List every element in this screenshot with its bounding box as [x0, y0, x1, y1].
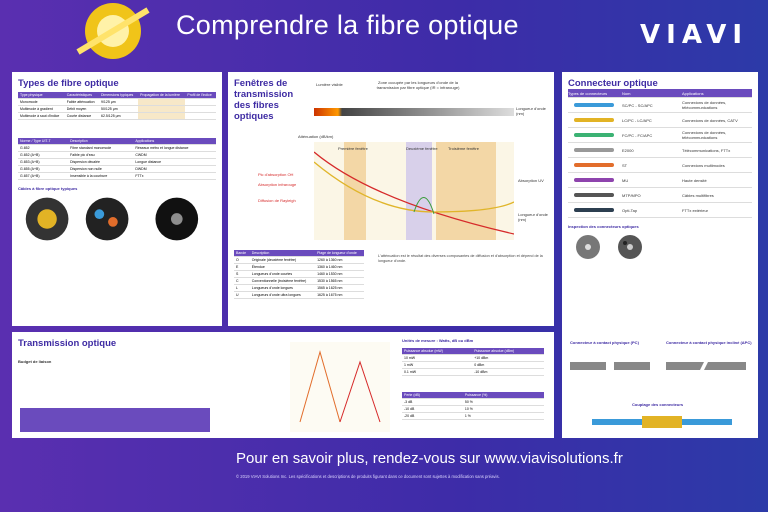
connector-name: FC/PC - FC/APC	[622, 132, 653, 138]
connector-image	[568, 129, 622, 141]
connector-image	[568, 114, 622, 126]
coupling-spectrum-chart	[290, 342, 390, 432]
transmission-panel: Transmission optique Budget de liaison U…	[12, 332, 554, 438]
window-1-label: Première fenêtre	[338, 146, 368, 151]
cables-heading: Câbles à fibre optique typiques	[18, 186, 78, 191]
absolute-power-table: Puissance absolue (mW)Puissance absolue …	[402, 348, 544, 376]
dirty-connector-icon	[618, 235, 642, 259]
curve-oh-label: Pic d'absorption OH	[258, 172, 294, 177]
transmission-heading: Transmission optique	[18, 338, 117, 349]
visible-light-label: Lumière visible	[316, 82, 343, 87]
connector-image	[568, 144, 622, 156]
connector-panel: Connecteur optique Types de connecteurs …	[562, 72, 758, 438]
cable-1-icon	[25, 197, 69, 241]
attenuation-y-label: Atténuation (dB/km)	[298, 134, 334, 139]
curve-ir-label: Absorption infrarouge	[258, 182, 297, 187]
connector-row: E2000 Télécommunications, FTTx	[568, 143, 752, 158]
spectrum-x-label: Longueur d'onde (nm)	[516, 106, 546, 116]
connector-application: FTTx extérieur	[682, 207, 709, 213]
connector-name: ST	[622, 162, 628, 168]
pc-label: Connecteur à contact physique (PC)	[570, 340, 639, 345]
apc-connector-diagram	[666, 362, 746, 370]
link-budget-heading: Budget de liaison	[18, 359, 52, 364]
curve-rayleigh-label: Diffusion de Rayleigh	[258, 198, 296, 203]
viavi-logo: VIAVI	[640, 20, 748, 50]
cable-2-icon	[85, 197, 129, 241]
budget-diagram	[20, 408, 210, 432]
connector-application: Télécommunications, FTTx	[682, 147, 731, 153]
connector-image	[568, 204, 622, 216]
inspection-heading: Inspection des connecteurs optiques	[568, 224, 639, 229]
apc-label: Connecteur à contact physique incliné (A…	[666, 340, 752, 345]
connector-application: Connexions de données, CATV	[682, 117, 738, 123]
window-2-label: Deuxième fenêtre	[406, 146, 438, 151]
connector-application: Connexions de données, télécommunication…	[682, 130, 727, 140]
connector-image	[568, 189, 622, 201]
connector-row: FC/PC - FC/APC Connexions de données, tél…	[568, 128, 752, 143]
footer: Pour en savoir plus, rendez-vous sur www…	[0, 444, 768, 512]
footer-link-text[interactable]: Pour en savoir plus, rendez-vous sur www…	[236, 450, 623, 467]
curve-uv-label: Absorption UV	[518, 178, 544, 183]
connector-image	[568, 174, 622, 186]
connector-name: MU	[622, 177, 629, 183]
connector-application: Haute densité	[682, 177, 707, 183]
fiber-types-heading: Types de fibre optique	[18, 78, 119, 89]
connector-table-header: Types de connecteurs Nom Applications	[568, 89, 752, 98]
connector-name: LC/PC - LC/APC	[622, 117, 652, 123]
header: Comprendre la fibre optique VIAVI	[0, 0, 768, 64]
connector-name: SC/PC - SC/APC	[622, 102, 653, 108]
connector-row: MTP/MPO Câbles multifibres	[568, 188, 752, 203]
connector-name: MTP/MPO	[622, 192, 641, 198]
transmission-windows-panel: Fenêtres de transmission des fibres opti…	[228, 72, 554, 326]
attenuation-note: L'atténuation est le résultat des divers…	[378, 254, 543, 263]
connector-row: LC/PC - LC/APC Connexions de données, CAT…	[568, 113, 752, 128]
coupling-diagram	[592, 416, 732, 428]
window-3-label: Troisième fenêtre	[448, 146, 479, 151]
cable-illustrations	[18, 194, 216, 244]
cable-3-icon	[155, 197, 199, 241]
pc-connector-diagram	[570, 362, 650, 370]
connector-application: Câbles multifibres	[682, 192, 714, 198]
inspection-images	[568, 233, 752, 261]
connector-heading: Connecteur optique	[568, 78, 658, 89]
connector-row: ST Connexions multimodes	[568, 158, 752, 173]
connector-application: Connexions de données, télécommunication…	[682, 100, 727, 110]
footer-legal: © 2019 VIAVI Solutions Inc. Les spécific…	[236, 474, 500, 479]
connector-name: Opti-Tap	[622, 207, 638, 213]
connector-rows: SC/PC - SC/APC Connexions de données, tél…	[568, 98, 752, 218]
power-units-heading: Unités de mesure : Watts, dB ou dBm	[402, 338, 474, 343]
clean-connector-icon	[576, 235, 600, 259]
fiber-cable-illustration	[76, 3, 150, 59]
connector-image	[568, 99, 622, 111]
connector-name: E2000	[622, 147, 634, 153]
page-title: Comprendre la fibre optique	[176, 10, 519, 40]
connector-application: Connexions multimodes	[682, 162, 725, 168]
windows-heading: Fenêtres de transmission des fibres opti…	[234, 78, 294, 122]
connector-row: SC/PC - SC/APC Connexions de données, tél…	[568, 98, 752, 113]
connector-image	[568, 159, 622, 171]
attenuation-chart	[314, 142, 514, 240]
chart-x-label: Longueur d'onde (nm)	[518, 212, 548, 222]
connector-row: Opti-Tap FTTx extérieur	[568, 203, 752, 218]
coupling-heading: Couplage des connecteurs	[632, 402, 684, 407]
spectrum-bar	[314, 108, 514, 116]
connector-row: MU Haute densité	[568, 173, 752, 188]
ir-zone-label: Zone occupée par les longueurs d'onde de…	[376, 80, 460, 90]
